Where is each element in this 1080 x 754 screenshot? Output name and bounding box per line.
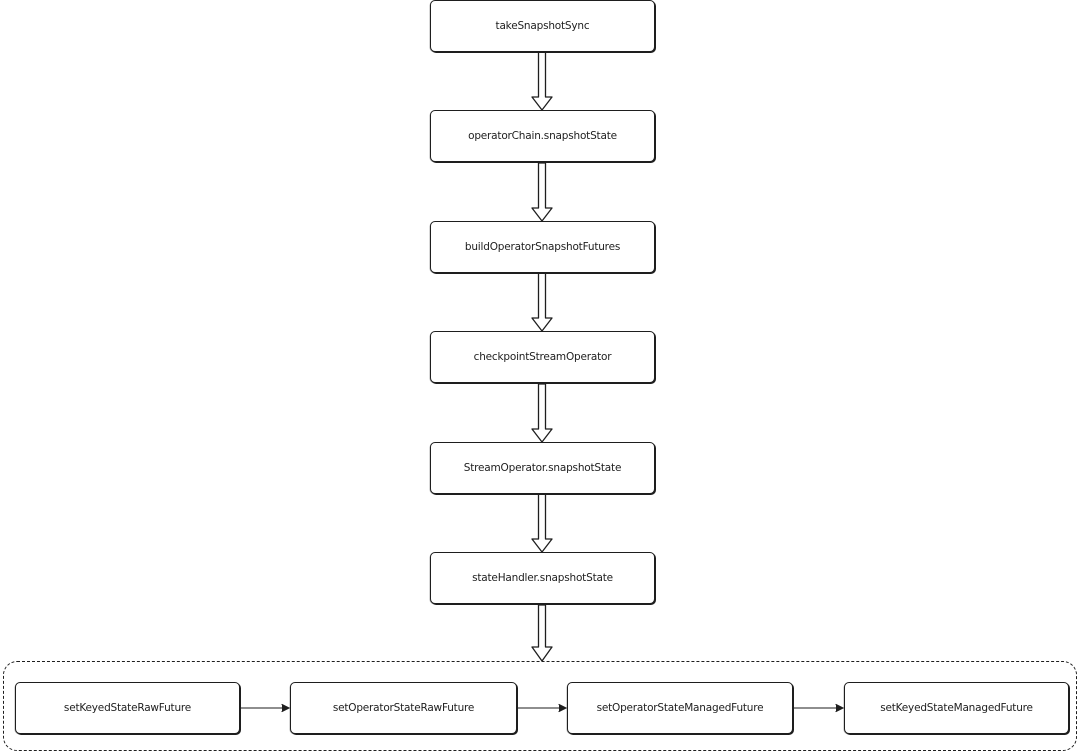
future-set-keyed-state-managed: setKeyedStateManagedFuture xyxy=(844,682,1069,734)
step-operator-chain-snapshot-state: operatorChain.snapshotState xyxy=(430,110,655,162)
step-label: buildOperatorSnapshotFutures xyxy=(464,241,621,253)
future-set-operator-state-managed: setOperatorStateManagedFuture xyxy=(567,682,793,734)
future-label: setOperatorStateRawFuture xyxy=(332,702,475,714)
future-label: setKeyedStateRawFuture xyxy=(63,702,192,714)
block-arrow-5 xyxy=(531,493,553,553)
step-state-handler-snapshot-state: stateHandler.snapshotState xyxy=(430,552,655,604)
block-arrow-2 xyxy=(531,162,553,222)
future-label: setKeyedStateManagedFuture xyxy=(880,702,1033,714)
block-arrow-3 xyxy=(531,272,553,332)
step-label: checkpointStreamOperator xyxy=(473,351,612,363)
step-checkpoint-stream-operator: checkpointStreamOperator xyxy=(430,331,655,383)
block-arrow-4 xyxy=(531,383,553,443)
step-label: StreamOperator.snapshotState xyxy=(463,462,622,474)
futures-group xyxy=(3,661,1077,751)
step-take-snapshot-sync: takeSnapshotSync xyxy=(430,0,655,52)
step-label: stateHandler.snapshotState xyxy=(472,572,613,584)
step-build-operator-snapshot-futures: buildOperatorSnapshotFutures xyxy=(430,221,655,273)
future-set-operator-state-raw: setOperatorStateRawFuture xyxy=(290,682,517,734)
step-stream-operator-snapshot-state: StreamOperator.snapshotState xyxy=(430,442,655,494)
step-label: operatorChain.snapshotState xyxy=(468,130,617,142)
future-label: setOperatorStateManagedFuture xyxy=(596,702,764,714)
step-label: takeSnapshotSync xyxy=(495,20,590,32)
block-arrow-1 xyxy=(531,51,553,111)
future-set-keyed-state-raw: setKeyedStateRawFuture xyxy=(15,682,240,734)
block-arrow-6 xyxy=(531,604,553,662)
